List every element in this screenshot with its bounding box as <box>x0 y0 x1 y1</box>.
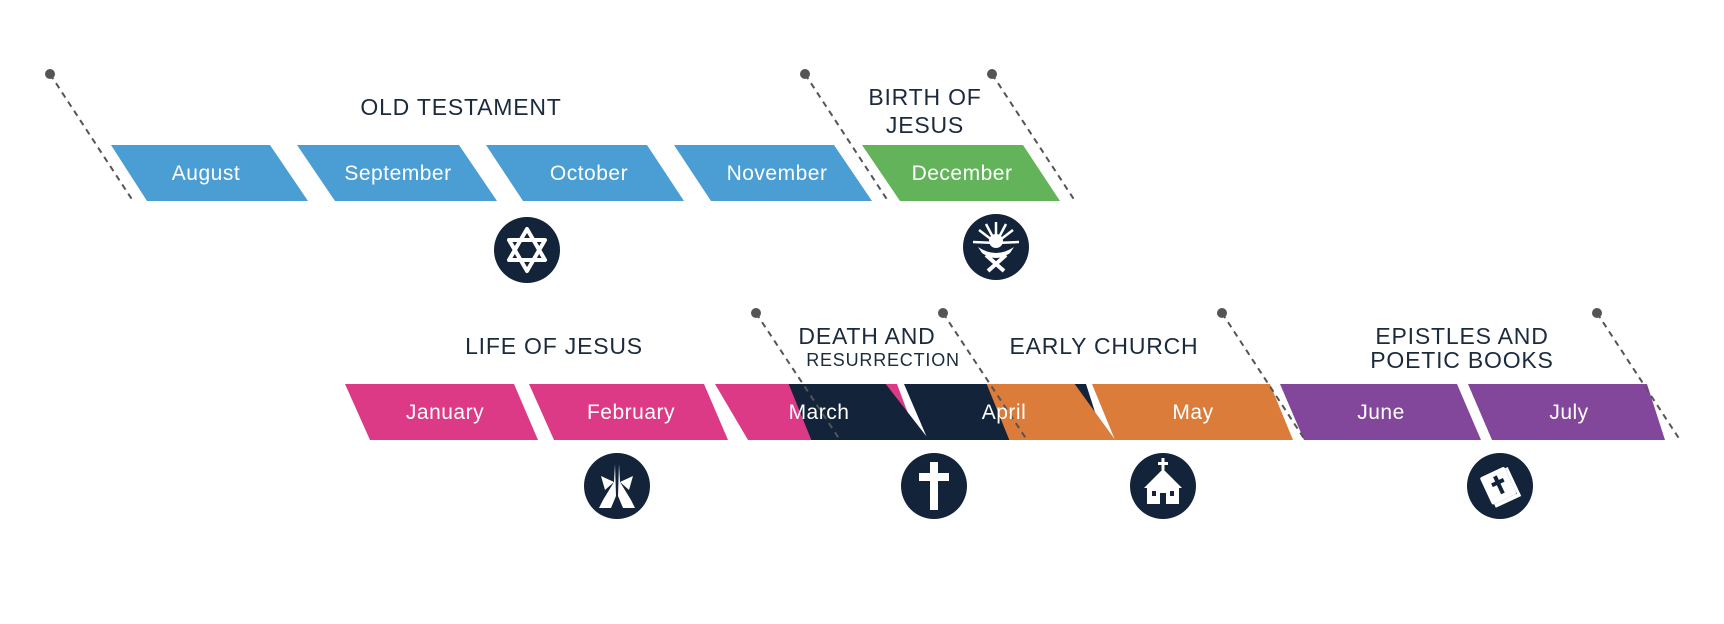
divider-dot <box>800 69 810 79</box>
divider-line <box>1221 312 1306 441</box>
divider-line <box>49 73 134 202</box>
nativity-manger-icon <box>963 214 1029 280</box>
divider-dot <box>751 308 761 318</box>
praying-hands-icon <box>584 453 650 519</box>
month-label-november: November <box>727 162 828 185</box>
month-label-may: May <box>1172 401 1213 424</box>
month-band-november <box>674 145 872 201</box>
month-band-october <box>486 145 684 201</box>
month-band-august <box>111 145 308 201</box>
month-label-june: June <box>1357 401 1405 424</box>
month-band-june <box>1280 384 1481 440</box>
month-band-february <box>529 384 728 440</box>
divider-line <box>1596 312 1681 441</box>
section-label-death-line2: RESURRECTION <box>806 350 960 370</box>
month-band-july <box>1468 384 1665 440</box>
section-label-birth-line1: BIRTH OF <box>868 84 981 110</box>
divider-dot <box>987 69 997 79</box>
month-label-august: August <box>172 162 240 185</box>
divider-line <box>942 312 1028 441</box>
month-label-april: April <box>982 401 1027 424</box>
divider-dots <box>45 69 1602 318</box>
star-of-david-icon <box>494 217 560 283</box>
bible-icon <box>1467 453 1533 519</box>
divider-dot <box>938 308 948 318</box>
section-label-epistles-line1: EPISTLES AND <box>1375 323 1548 349</box>
section-dividers <box>49 73 1681 441</box>
month-band-may <box>1092 384 1293 440</box>
divider-dot <box>1217 308 1227 318</box>
section-label-birth-line2: JESUS <box>886 112 964 138</box>
section-label-old-testament: OLD TESTAMENT <box>360 94 561 120</box>
divider-dot <box>1592 308 1602 318</box>
divider-line <box>755 312 841 441</box>
section-label-epistles-line2: POETIC BOOKS <box>1370 347 1553 373</box>
church-icon <box>1130 453 1196 519</box>
divider-line <box>991 73 1076 202</box>
section-label-early-church: EARLY CHURCH <box>1010 333 1199 359</box>
month-label-february: February <box>587 401 675 424</box>
section-label-life-of-jesus: LIFE OF JESUS <box>465 333 643 359</box>
divider-dot <box>45 69 55 79</box>
month-band-december <box>862 145 1060 201</box>
cross-icon <box>901 453 967 519</box>
month-label-january: January <box>406 401 484 424</box>
month-label-october: October <box>550 162 628 185</box>
month-label-july: July <box>1549 401 1588 424</box>
month-label-march: March <box>789 401 850 424</box>
month-band-september <box>297 145 497 201</box>
divider-line <box>804 73 889 202</box>
month-label-september: September <box>344 162 451 185</box>
section-label-death-line1: DEATH AND <box>798 323 935 349</box>
month-band-january <box>345 384 538 440</box>
month-label-december: December <box>912 162 1013 185</box>
